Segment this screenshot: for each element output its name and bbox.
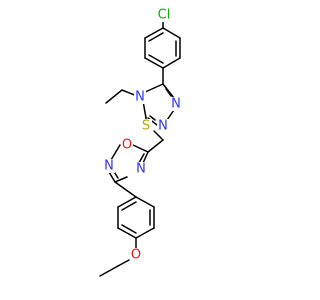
bond [135,196,155,208]
oxadiazole-n2-label: N [104,159,114,174]
bond [162,57,181,69]
triazole-n4-label: N [135,90,145,105]
bond [142,83,164,94]
bond [114,181,137,198]
bond [121,201,137,211]
bond-layer [99,19,181,277]
atom-label-chlorine: Cl [154,7,174,23]
molecule-structure: Cl N N N S O N N [99,7,182,277]
oxadiazole-o1-label: O [122,138,132,153]
bond [117,259,130,267]
atom-label-ether-oxygen: O [130,248,142,263]
bond [108,171,116,183]
bond [144,27,164,39]
triazole-n2-label: N [158,119,168,134]
atom-label-nox4: N [135,162,147,177]
bond [114,176,128,183]
atom-label-nox2: N [103,159,115,174]
bond [162,83,175,99]
bond [165,88,172,97]
atom-label-n4: N [134,90,146,105]
bond [147,139,164,153]
bond [153,130,164,141]
triazole-n1-label: N [171,97,181,112]
bond [105,89,123,104]
oxadiazole-n4-label: N [136,162,146,177]
chlorine-label: Cl [158,8,171,23]
bond [132,144,149,153]
bond [117,196,137,208]
bond [110,144,121,161]
bond [162,27,181,39]
bond [144,57,164,69]
bond [149,115,156,121]
bond [99,265,119,277]
bond [166,109,175,121]
bond [148,54,164,64]
atom-label-n2: N [157,119,169,134]
atom-label-n1: N [170,97,182,112]
atom-label-layer: Cl N N N S O N N [103,7,182,263]
bond [117,227,137,239]
bond [121,224,137,234]
sulfur-label: S [142,119,150,134]
bond [148,32,164,42]
bond [135,227,155,239]
atom-label-o1: O [121,138,133,153]
atom-label-sulfur: S [140,119,152,134]
ether-oxygen-label: O [131,248,141,263]
molecule-svg: Cl N N N S O N N [99,7,182,277]
